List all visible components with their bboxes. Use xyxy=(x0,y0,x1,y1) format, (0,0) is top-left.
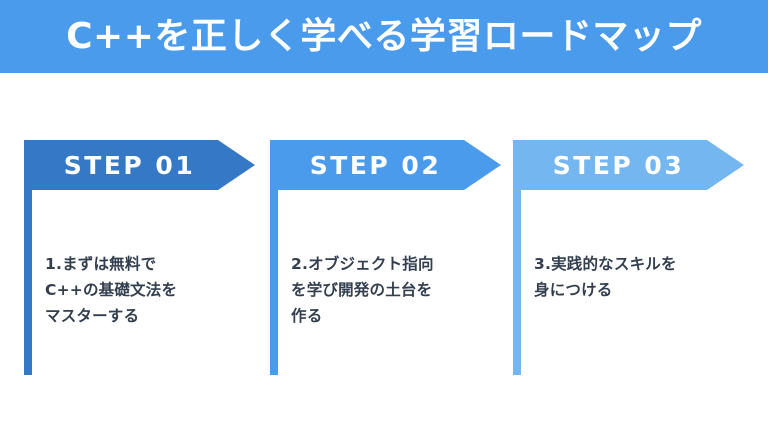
step-description-1-line-2: C++の基礎文法を xyxy=(45,281,178,299)
step-connector-line-3 xyxy=(513,190,521,375)
step-description-2-line-1: 2.オブジェクト指向 xyxy=(291,255,434,273)
step-description-3: 3.実践的なスキルを 身につける xyxy=(534,251,749,303)
header-banner: C++を正しく学べる学習ロードマップ xyxy=(0,0,768,73)
step-label-2: STEP 02 xyxy=(309,150,442,180)
roadmap-container: STEP 01 1.まずは無料で C++の基礎文法を マスターする STEP 0… xyxy=(0,73,768,432)
step-arrow-3: STEP 03 xyxy=(513,140,744,190)
page-title: C++を正しく学べる学習ロードマップ xyxy=(66,15,702,57)
step-description-3-line-2: 身につける xyxy=(534,281,613,299)
step-arrow-2: STEP 02 xyxy=(270,140,501,190)
step-arrow-1: STEP 01 xyxy=(24,140,255,190)
step-description-2-line-2: を学び開発の土台を xyxy=(291,281,433,299)
step-connector-line-1 xyxy=(24,190,32,375)
step-label-3: STEP 03 xyxy=(552,150,685,180)
step-description-1-line-1: 1.まずは無料で xyxy=(45,255,157,273)
step-label-1: STEP 01 xyxy=(63,150,196,180)
step-description-3-line-1: 3.実践的なスキルを xyxy=(534,255,677,273)
step-description-2: 2.オブジェクト指向 を学び開発の土台を 作る xyxy=(291,251,506,329)
step-connector-line-2 xyxy=(270,190,278,375)
step-description-2-line-3: 作る xyxy=(291,307,323,325)
step-description-1: 1.まずは無料で C++の基礎文法を マスターする xyxy=(45,251,260,329)
step-description-1-line-3: マスターする xyxy=(45,307,140,325)
